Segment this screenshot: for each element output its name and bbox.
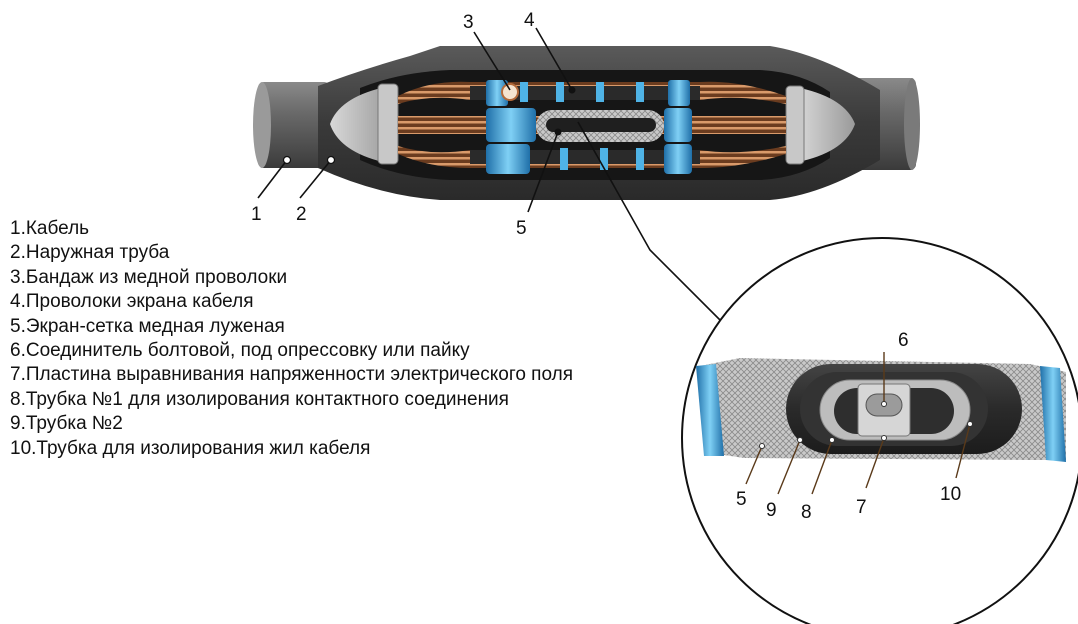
legend-item: 10.Трубка для изолирования жил кабеля (10, 437, 371, 459)
cable-left-end (253, 82, 271, 168)
detail-dot-8 (829, 437, 835, 443)
blue-bands (486, 80, 692, 174)
callout-8: 8 (801, 502, 812, 523)
marker-dot-5 (554, 128, 562, 136)
detail-dot-10 (967, 421, 973, 427)
detail-leader-lines (745, 352, 971, 495)
callout-4: 4 (524, 10, 535, 31)
legend-item: 8.Трубка №1 для изолирования контактного… (10, 388, 509, 410)
detail-dot-6 (881, 401, 887, 407)
detail-blue-right (1040, 366, 1066, 462)
legend-item: 2.Наружная труба (10, 242, 170, 264)
callout-2: 2 (296, 204, 307, 225)
callout-3: 3 (463, 12, 474, 33)
leader-lines (257, 27, 731, 331)
legend-list: 1.Кабель 2.Наружная труба 3.Бандаж из ме… (10, 217, 573, 461)
callout-1: 1 (251, 204, 262, 225)
legend-item: 6.Соединитель болтовой, под опрессовку и… (10, 340, 470, 362)
detail-blue-left (696, 364, 724, 456)
legend-item: 9.Трубка №2 (10, 413, 123, 435)
callout-5-main: 5 (516, 218, 527, 239)
callout-7: 7 (856, 497, 867, 518)
cone-right (798, 88, 855, 162)
copper-bandage (501, 83, 519, 101)
detail-view (681, 237, 1078, 624)
legend-item: 1.Кабель (10, 218, 90, 239)
callout-5-detail: 5 (736, 489, 747, 510)
legend-item: 4.Проволоки экрана кабеля (10, 291, 254, 313)
cone-left (330, 86, 392, 164)
callout-10: 10 (940, 484, 961, 505)
marker-dot-1 (282, 155, 292, 165)
marker-dot-4 (568, 86, 576, 94)
collar-left (377, 83, 399, 165)
cable-left (258, 82, 330, 168)
legend-item: 7.Пластина выравнивания напряженности эл… (10, 364, 573, 386)
detail-dot-7 (881, 435, 887, 441)
main-joint (253, 46, 920, 200)
connector (546, 118, 656, 132)
marker-dot-2 (326, 155, 336, 165)
detail-dot-5 (759, 443, 765, 449)
legend-item: 3.Бандаж из медной проволоки (10, 266, 288, 288)
legend-item: 5.Экран-сетка медная луженая (10, 315, 285, 337)
collar-right (785, 85, 805, 165)
callout-6: 6 (898, 330, 909, 351)
cable-right-end (904, 78, 920, 170)
detail-dot-9 (797, 437, 803, 443)
callout-9: 9 (766, 500, 777, 521)
